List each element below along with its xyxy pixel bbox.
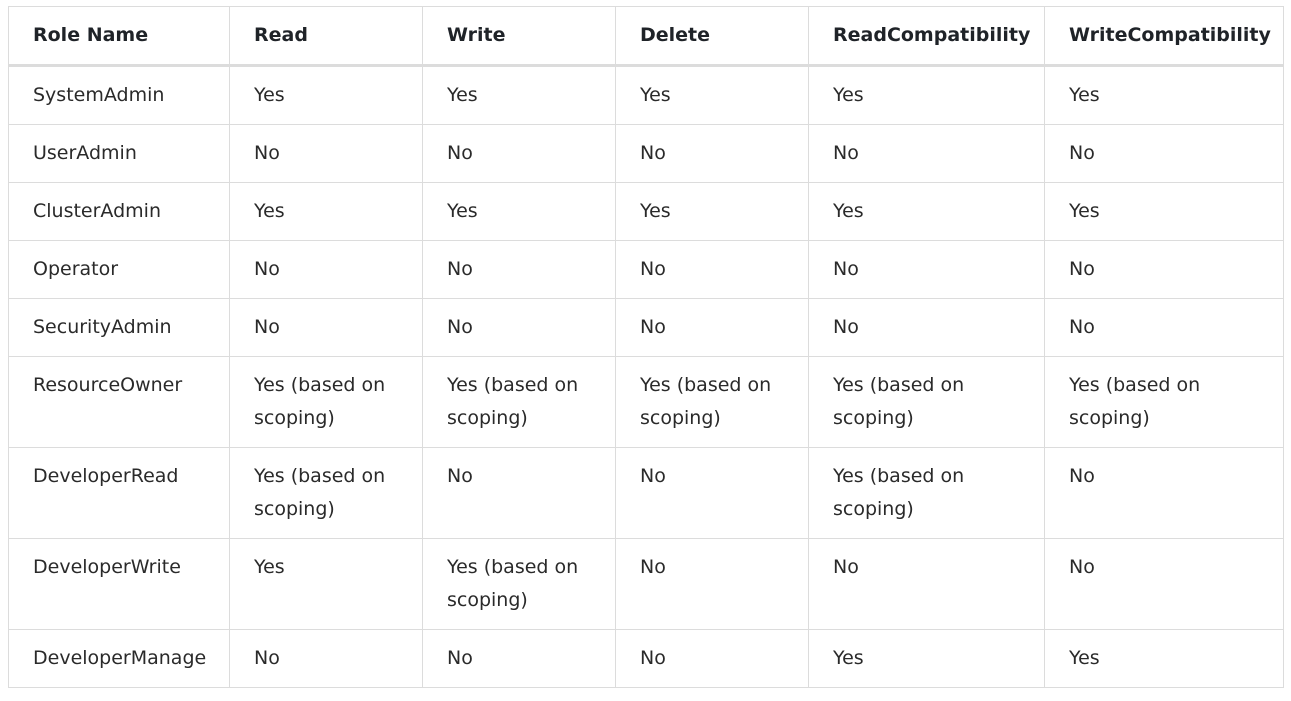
header-delete: Delete: [615, 6, 809, 67]
cell-write-compatibility: Yes (based on scoping): [1044, 356, 1284, 448]
table-header: Role Name Read Write Delete ReadCompatib…: [8, 6, 1284, 67]
cell-write-compatibility: No: [1044, 124, 1284, 183]
header-read: Read: [229, 6, 423, 67]
cell-read: Yes (based on scoping): [229, 447, 423, 539]
cell-role-name: ResourceOwner: [8, 356, 230, 448]
cell-read: No: [229, 240, 423, 299]
cell-write: No: [422, 447, 616, 539]
header-read-compatibility: ReadCompatibility: [808, 6, 1045, 67]
cell-write: No: [422, 240, 616, 299]
cell-read: No: [229, 298, 423, 357]
cell-read-compatibility: No: [808, 124, 1045, 183]
cell-write-compatibility: No: [1044, 240, 1284, 299]
table-row: ResourceOwner Yes (based on scoping) Yes…: [8, 356, 1284, 448]
cell-read-compatibility: No: [808, 298, 1045, 357]
cell-read-compatibility: Yes (based on scoping): [808, 447, 1045, 539]
table-body: SystemAdmin Yes Yes Yes Yes Yes UserAdmi…: [8, 65, 1284, 688]
cell-delete: No: [615, 124, 809, 183]
cell-read: Yes (based on scoping): [229, 356, 423, 448]
cell-read-compatibility: Yes: [808, 629, 1045, 688]
cell-read-compatibility: Yes: [808, 182, 1045, 241]
cell-write-compatibility: Yes: [1044, 182, 1284, 241]
table-row: DeveloperManage No No No Yes Yes: [8, 629, 1284, 688]
table-row: ClusterAdmin Yes Yes Yes Yes Yes: [8, 182, 1284, 241]
cell-role-name: ClusterAdmin: [8, 182, 230, 241]
cell-read-compatibility: Yes (based on scoping): [808, 356, 1045, 448]
header-row: Role Name Read Write Delete ReadCompatib…: [8, 6, 1284, 67]
cell-write: Yes (based on scoping): [422, 356, 616, 448]
cell-read-compatibility: No: [808, 240, 1045, 299]
cell-write: Yes: [422, 182, 616, 241]
cell-delete: Yes: [615, 65, 809, 125]
cell-write-compatibility: Yes: [1044, 65, 1284, 125]
cell-write: No: [422, 298, 616, 357]
roles-table-container: Role Name Read Write Delete ReadCompatib…: [8, 6, 1284, 688]
cell-write: Yes (based on scoping): [422, 538, 616, 630]
table-row: Operator No No No No No: [8, 240, 1284, 299]
cell-role-name: DeveloperManage: [8, 629, 230, 688]
cell-read-compatibility: Yes: [808, 65, 1045, 125]
cell-delete: No: [615, 298, 809, 357]
roles-permissions-table: Role Name Read Write Delete ReadCompatib…: [8, 6, 1284, 688]
cell-write-compatibility: No: [1044, 538, 1284, 630]
table-row: DeveloperWrite Yes Yes (based on scoping…: [8, 538, 1284, 630]
cell-delete: No: [615, 538, 809, 630]
table-row: DeveloperRead Yes (based on scoping) No …: [8, 447, 1284, 539]
cell-write: Yes: [422, 65, 616, 125]
cell-delete: No: [615, 240, 809, 299]
cell-read: Yes: [229, 182, 423, 241]
cell-role-name: DeveloperWrite: [8, 538, 230, 630]
table-row: SystemAdmin Yes Yes Yes Yes Yes: [8, 65, 1284, 125]
cell-write-compatibility: Yes: [1044, 629, 1284, 688]
cell-delete: No: [615, 447, 809, 539]
cell-read: Yes: [229, 538, 423, 630]
cell-role-name: SecurityAdmin: [8, 298, 230, 357]
cell-role-name: Operator: [8, 240, 230, 299]
cell-role-name: DeveloperRead: [8, 447, 230, 539]
cell-read: Yes: [229, 65, 423, 125]
cell-write-compatibility: No: [1044, 298, 1284, 357]
table-row: SecurityAdmin No No No No No: [8, 298, 1284, 357]
cell-role-name: UserAdmin: [8, 124, 230, 183]
header-write: Write: [422, 6, 616, 67]
cell-read: No: [229, 629, 423, 688]
cell-role-name: SystemAdmin: [8, 65, 230, 125]
header-role-name: Role Name: [8, 6, 230, 67]
cell-write: No: [422, 124, 616, 183]
table-row: UserAdmin No No No No No: [8, 124, 1284, 183]
cell-write-compatibility: No: [1044, 447, 1284, 539]
cell-read-compatibility: No: [808, 538, 1045, 630]
cell-delete: Yes (based on scoping): [615, 356, 809, 448]
cell-delete: Yes: [615, 182, 809, 241]
header-write-compatibility: WriteCompatibility: [1044, 6, 1284, 67]
cell-write: No: [422, 629, 616, 688]
cell-delete: No: [615, 629, 809, 688]
cell-read: No: [229, 124, 423, 183]
